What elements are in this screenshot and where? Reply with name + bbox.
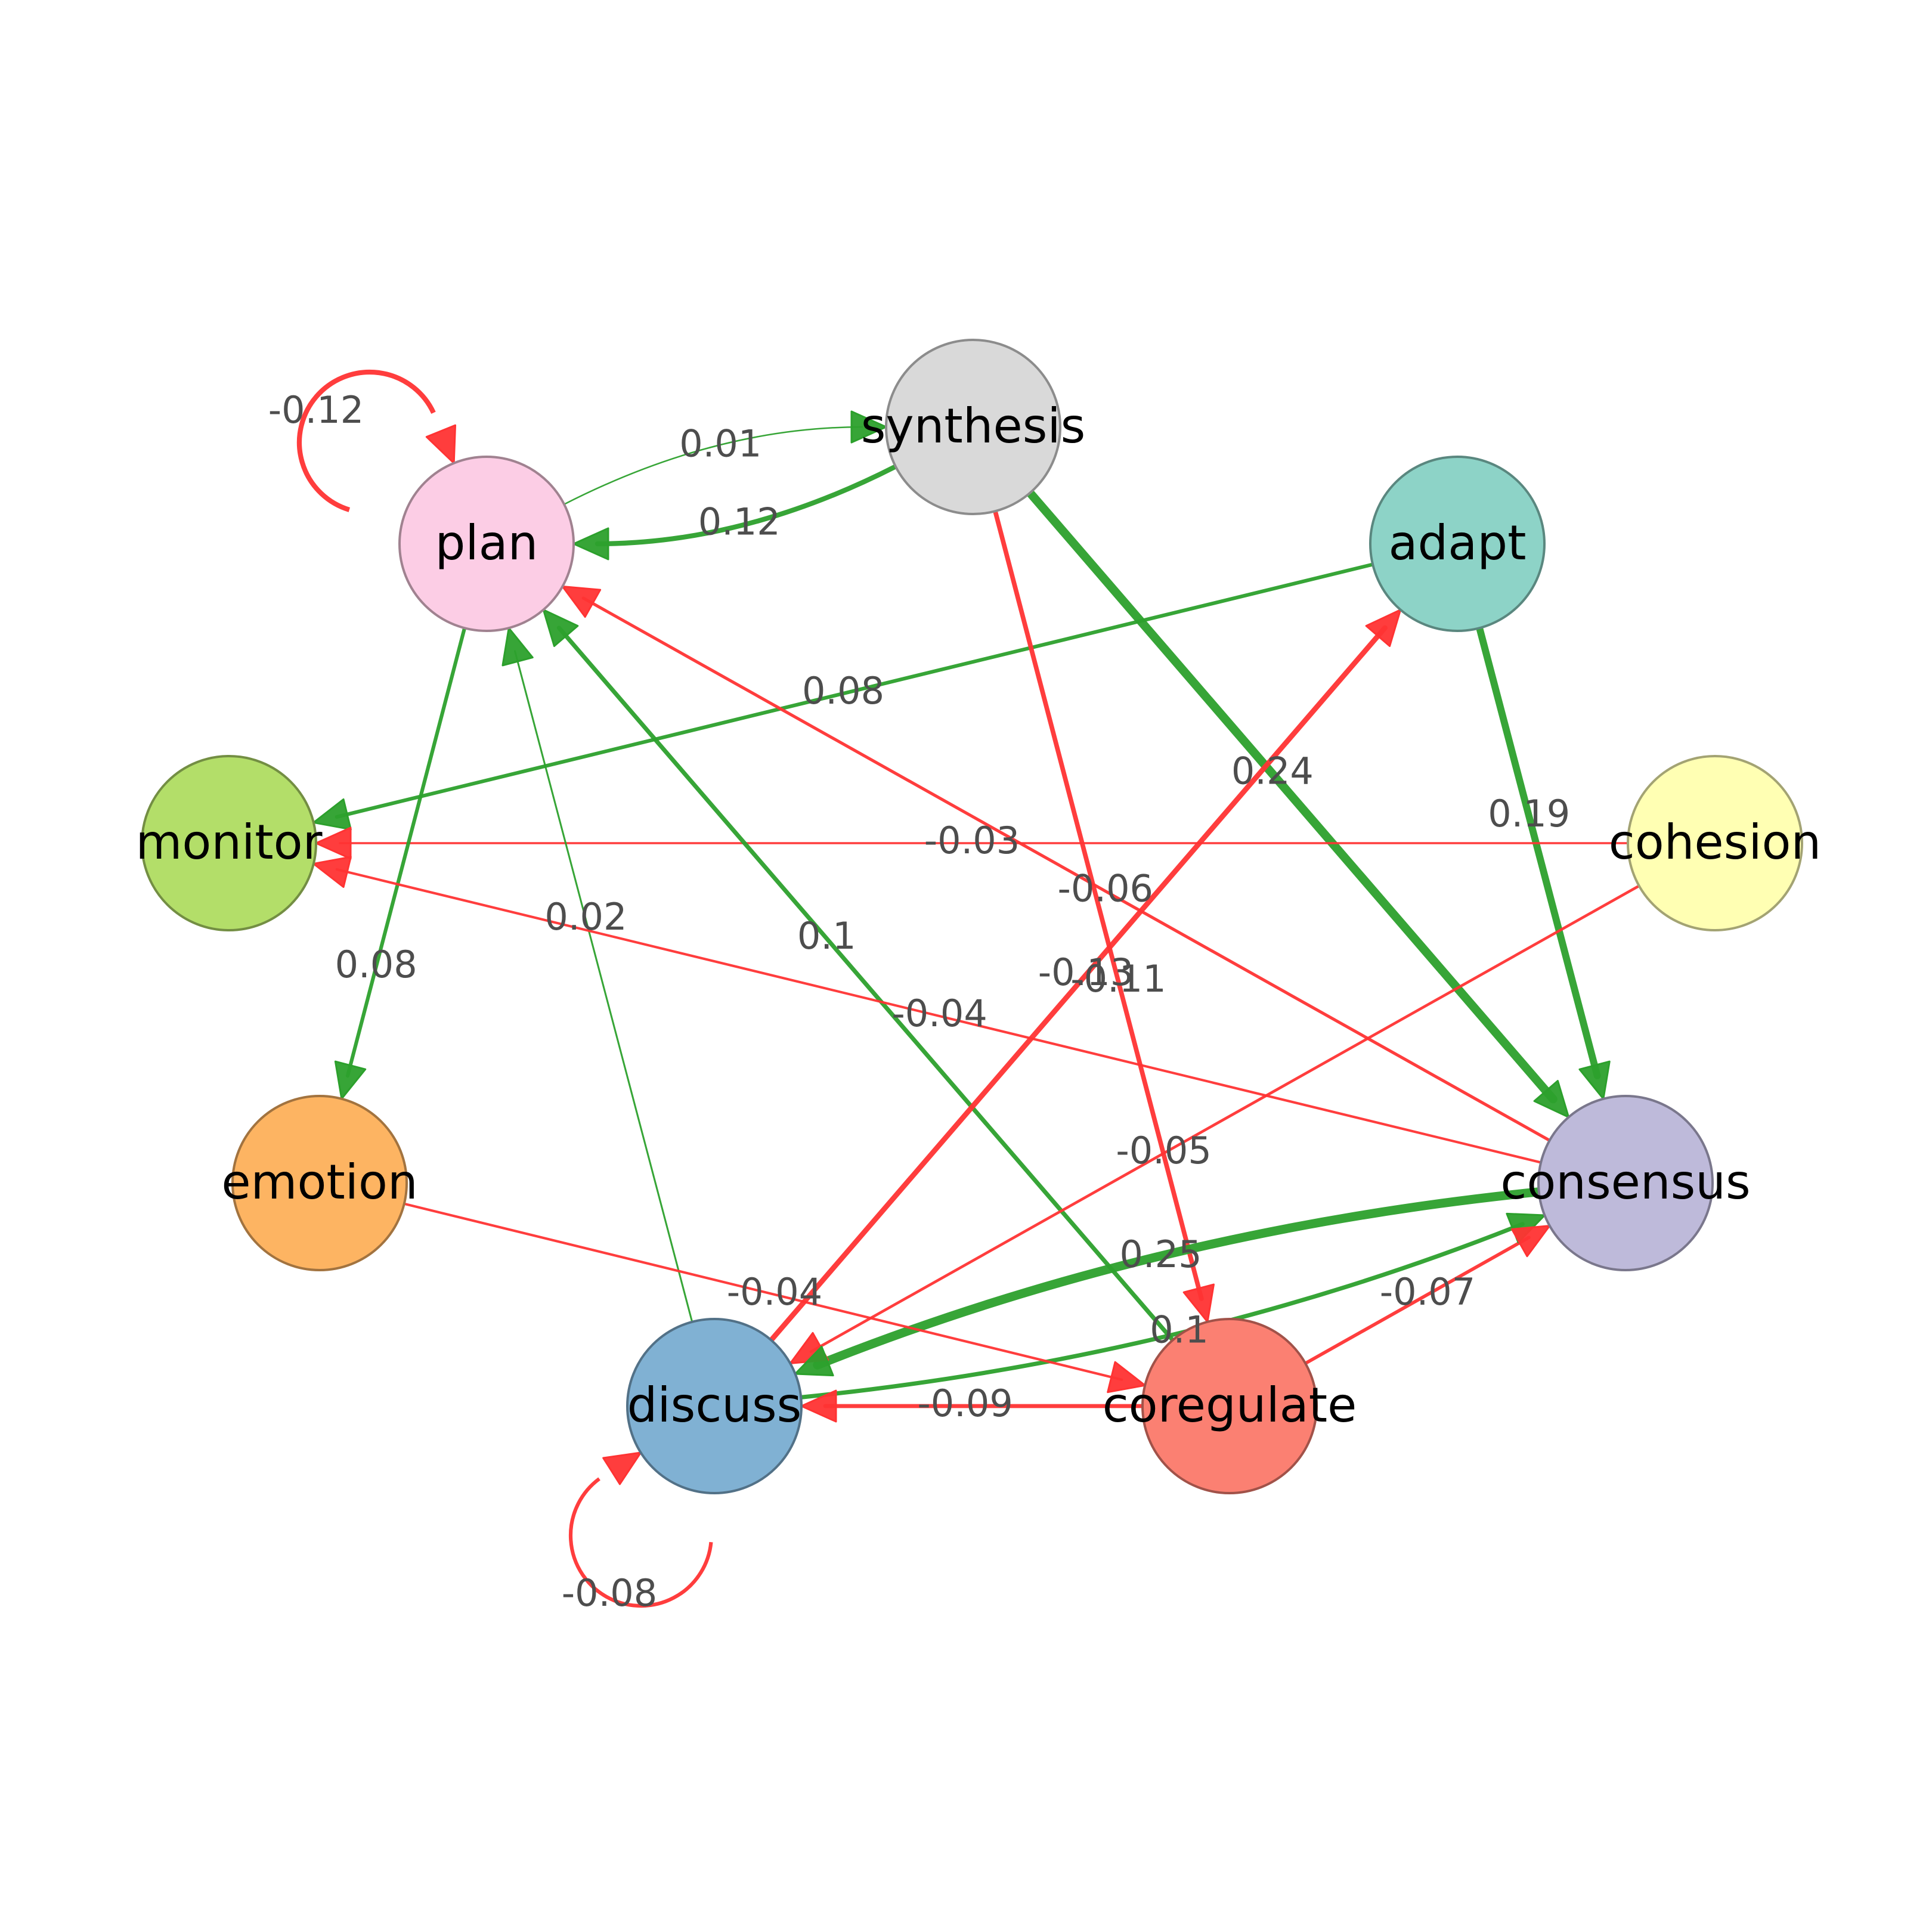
node-consensus-circle [1537,1095,1714,1271]
node-emotion[interactable]: emotion [221,1095,418,1271]
edge-consensus-to-monitor-arrowhead [312,856,352,888]
node-discuss-circle [626,1318,803,1494]
edge-cohesion-to-discuss [809,884,1641,1354]
edge-coregulate-to-plan-arrowhead [542,609,579,648]
edge-plan-to-emotion-arrowhead [334,1060,367,1100]
node-adapt[interactable]: adapt [1369,456,1546,632]
edge-discuss-to-discuss-weight-label: -0.08 [562,1571,657,1615]
edge-synthesis-to-consensus-arrowhead [1533,1080,1570,1118]
edge-plan-to-synthesis-weight-label: 0.01 [679,422,761,466]
edge-emotion-to-coregulate-arrowhead [1107,1361,1146,1394]
edge-discuss-to-adapt [768,625,1388,1343]
node-discuss[interactable]: discuss [626,1318,803,1494]
node-emotion-circle [231,1095,408,1271]
edge-cohesion-to-monitor-weight-label: -0.03 [924,819,1020,862]
node-monitor-label: monitor [135,815,322,870]
node-consensus-label: consensus [1500,1154,1750,1210]
edge-consensus-to-plan [581,596,1552,1143]
edge-coregulate-to-discuss-weight-label: -0.09 [917,1382,1013,1425]
node-adapt-label: adapt [1389,515,1527,571]
node-coregulate[interactable]: coregulate [1103,1318,1357,1494]
edges-layer [296,369,1641,1608]
edge-adapt-to-monitor-arrowhead [312,798,352,831]
edge-plan-to-emotion-weight-label: 0.08 [335,943,417,986]
node-cohesion[interactable]: cohesion [1609,755,1821,931]
edge-cohesion-to-monitor-arrowhead [315,826,352,860]
edge-plan-to-plan-weight-label: -0.12 [268,388,364,432]
edge-synthesis-to-plan-arrowhead [572,527,609,561]
edge-coregulate-to-plan [556,626,1175,1342]
node-coregulate-label: coregulate [1103,1377,1357,1433]
edge-consensus-to-discuss-weight-label: 0.25 [1119,1233,1202,1276]
edge-adapt-to-monitor [335,562,1375,819]
edge-synthesis-to-consensus [1026,488,1558,1104]
node-consensus[interactable]: consensus [1500,1095,1751,1271]
node-plan-label: plan [435,515,538,571]
node-synthesis-circle [885,339,1061,515]
node-plan[interactable]: plan [398,456,575,632]
node-monitor-circle [141,755,317,931]
edge-coregulate-to-plan-weight-label: 0.1 [797,914,856,958]
edge-plan-to-emotion [345,626,467,1078]
edge-discuss-to-plan-weight-label: 0.02 [544,895,627,939]
edge-coregulate-to-consensus-arrowhead [1510,1225,1551,1258]
node-discuss-label: discuss [627,1377,802,1433]
edge-coregulate-to-discuss-arrowhead [800,1389,837,1423]
edge-consensus-to-plan-weight-label: -0.06 [1058,867,1153,911]
edge-adapt-to-consensus [1476,624,1601,1080]
edge-synthesis-to-plan-weight-label: 0.12 [698,500,781,544]
edge-plan-to-plan-loop [296,369,436,512]
edge-consensus-to-plan-arrowhead [561,585,602,618]
edge-adapt-to-monitor-weight-label: 0.08 [802,669,884,713]
edge-synthesis-to-consensus-weight-label: 0.24 [1231,750,1314,793]
edge-plan-to-plan-arrowhead [425,424,457,465]
edge-synthesis-to-coregulate-weight-label: -0.11 [1070,957,1166,1001]
edge-coregulate-to-consensus-weight-label: -0.07 [1380,1270,1475,1314]
edge-consensus-to-monitor-weight-label: -0.04 [891,992,987,1035]
node-monitor[interactable]: monitor [135,755,323,931]
edge-consensus-to-discuss-arrowhead [794,1345,834,1377]
node-synthesis[interactable]: synthesis [861,339,1086,515]
edge-plan-to-synthesis-arrowhead [850,410,887,444]
edge-adapt-to-consensus-weight-label: 0.19 [1488,792,1570,835]
edge-discuss-to-discuss-arrowhead [602,1451,642,1485]
node-synthesis-label: synthesis [861,398,1086,454]
edge-discuss-to-plan [513,650,693,1323]
edge-synthesis-to-coregulate-arrowhead [1182,1283,1215,1323]
node-cohesion-circle [1627,755,1803,931]
edge-cohesion-to-discuss-weight-label: -0.05 [1116,1129,1211,1172]
edge-emotion-to-coregulate-weight-label: -0.04 [727,1270,822,1314]
edge-synthesis-to-plan [595,464,899,547]
node-cohesion-label: cohesion [1609,815,1821,870]
edge-synthesis-to-coregulate [993,509,1204,1301]
node-coregulate-circle [1141,1318,1318,1494]
node-plan-circle [398,456,575,632]
edge-emotion-to-coregulate [402,1202,1123,1381]
edge-discuss-to-adapt-weight-label: -0.13 [1038,950,1134,994]
edge-discuss-to-adapt-arrowhead [1365,609,1402,648]
edge-labels-layer: -0.12 0.01 0.12 0.08 0.24 0.19 -0.03 -0.06 0.08 -… [268,388,1570,1615]
edge-plan-to-synthesis [563,426,863,505]
edge-coregulate-to-consensus [1304,1236,1531,1366]
edge-adapt-to-consensus-arrowhead [1578,1060,1611,1100]
edge-discuss-to-discuss-loop [568,1477,713,1608]
node-adapt-circle [1369,456,1546,632]
node-emotion-label: emotion [221,1154,417,1210]
nodes-layer: synthesis plan adapt monitor cohesion emotion… [135,339,1821,1494]
arrowheads-layer [312,410,1611,1485]
edge-discuss-to-consensus-weight-label: 0.1 [1150,1308,1209,1351]
edge-consensus-to-discuss [813,1187,1544,1370]
edge-discuss-to-plan-arrowhead [501,627,534,667]
edge-discuss-to-consensus [798,1222,1525,1400]
edge-consensus-to-monitor [335,868,1543,1164]
